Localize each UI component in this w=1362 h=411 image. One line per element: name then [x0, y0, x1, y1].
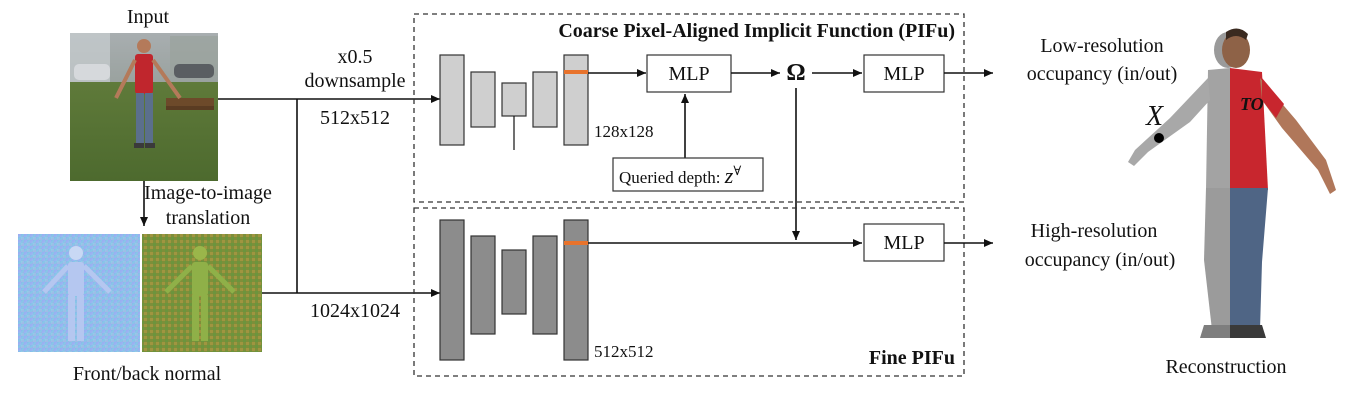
low-res-out-label-1: Low-resolution	[1040, 35, 1163, 57]
downsample-label-2: downsample	[304, 70, 405, 92]
coarse-mlp-label: MLP	[668, 63, 709, 85]
fine-conv-block	[532, 235, 558, 335]
fine-mlp-label: MLP	[883, 232, 924, 254]
fine-feature-highlight	[564, 241, 588, 245]
reconstruction-label: Reconstruction	[1165, 356, 1286, 378]
queried-depth-label: Queried depth: z∀	[619, 163, 741, 188]
svg-text:TO: TO	[1240, 94, 1264, 114]
coarse-title: Coarse Pixel-Aligned Implicit Function (…	[558, 20, 955, 42]
fine-title: Fine PIFu	[869, 347, 955, 369]
coarse-res-label: 512x512	[320, 107, 390, 129]
input-label: Input	[127, 6, 170, 28]
high-res-out-label-1: High-resolution	[1031, 220, 1158, 242]
fine-pifu-box	[413, 207, 965, 377]
fine-encoder	[439, 219, 589, 361]
high-res-out-label-2: occupancy (in/out)	[1025, 249, 1176, 271]
low-res-out-label-2: occupancy (in/out)	[1027, 63, 1178, 85]
fine-conv-block	[439, 219, 465, 361]
coarse-feature-block	[563, 54, 589, 146]
point-label: X	[1145, 101, 1164, 132]
input-photo	[70, 33, 218, 181]
front-normal-map	[18, 234, 140, 352]
fine-res-label: 1024x1024	[310, 300, 400, 322]
coarse-pifu-box	[413, 13, 965, 203]
queried-depth-box	[612, 157, 764, 192]
coarse-encoder	[439, 54, 589, 150]
fine-feature-res: 512x512	[594, 342, 654, 361]
coarse-conv-block	[470, 71, 496, 128]
coarse-conv-block	[532, 71, 558, 128]
reconstruction-figure: TO	[1128, 28, 1336, 338]
coarse-feature-highlight	[564, 70, 588, 74]
coarse-out-mlp-box	[863, 54, 945, 93]
query-point	[1154, 133, 1164, 143]
coarse-conv-block	[501, 82, 527, 117]
translation-label-1: Image-to-image	[144, 182, 272, 204]
back-normal-map	[142, 234, 262, 352]
translation-label-2: translation	[166, 207, 250, 229]
downsample-label-1: x0.5	[338, 46, 373, 68]
fine-conv-block	[501, 249, 527, 315]
coarse-conv-block	[439, 54, 465, 146]
normal-label: Front/back normal	[73, 363, 222, 385]
omega-symbol: Ω	[786, 60, 805, 86]
coarse-out-mlp-label: MLP	[883, 63, 924, 85]
coarse-feature-res: 128x128	[594, 122, 654, 141]
fine-mlp-box	[863, 223, 945, 262]
fine-conv-block	[470, 235, 496, 335]
